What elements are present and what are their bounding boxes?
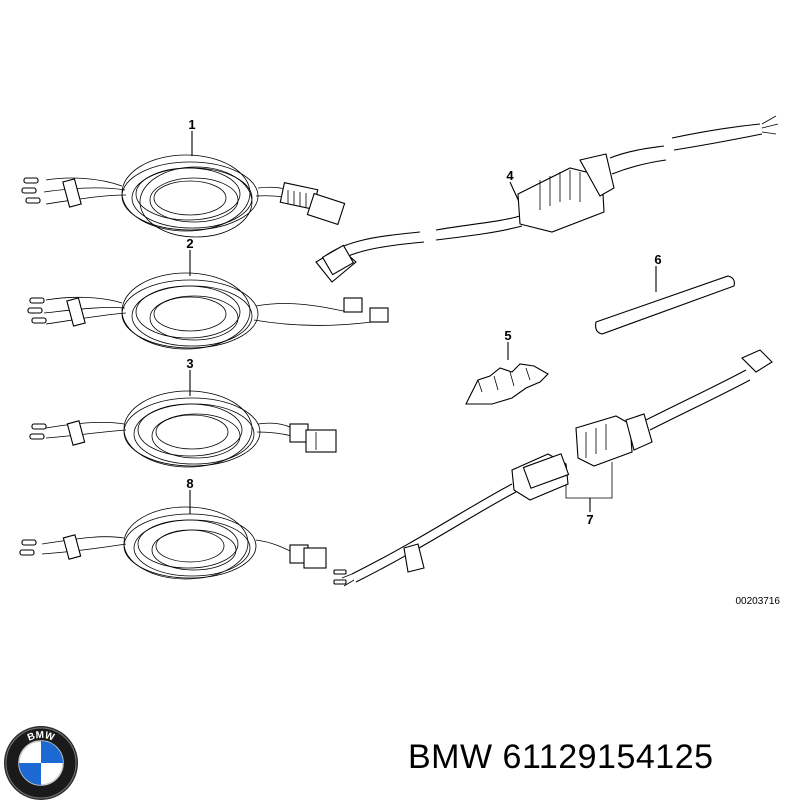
- part-4-cable-connector: [315, 115, 779, 283]
- callout-6: 6: [654, 252, 661, 267]
- callout-7: 7: [586, 512, 593, 527]
- part-2-wire-harness: [27, 250, 389, 350]
- part-6-sleeve: [595, 266, 735, 335]
- part-number-label: BMW 61129154125: [408, 738, 714, 776]
- callout-1: 1: [188, 117, 195, 132]
- callout-3: 3: [186, 356, 193, 371]
- part-1-wire-harness: [21, 131, 346, 238]
- logo-brand-text: BMW: [26, 730, 56, 744]
- part-5-connector-clip: [465, 342, 549, 405]
- part-3-wire-harness: [29, 370, 337, 468]
- callout-2: 2: [186, 236, 193, 251]
- callout-8: 8: [186, 476, 193, 491]
- part-7-cable-connectors: [333, 349, 773, 587]
- part-8-wire-harness: [19, 490, 327, 580]
- callout-5: 5: [504, 328, 511, 343]
- callout-4: 4: [506, 168, 514, 183]
- bmw-roundel-icon: BMW: [4, 726, 78, 800]
- diagram-reference-number: 00203716: [736, 596, 781, 607]
